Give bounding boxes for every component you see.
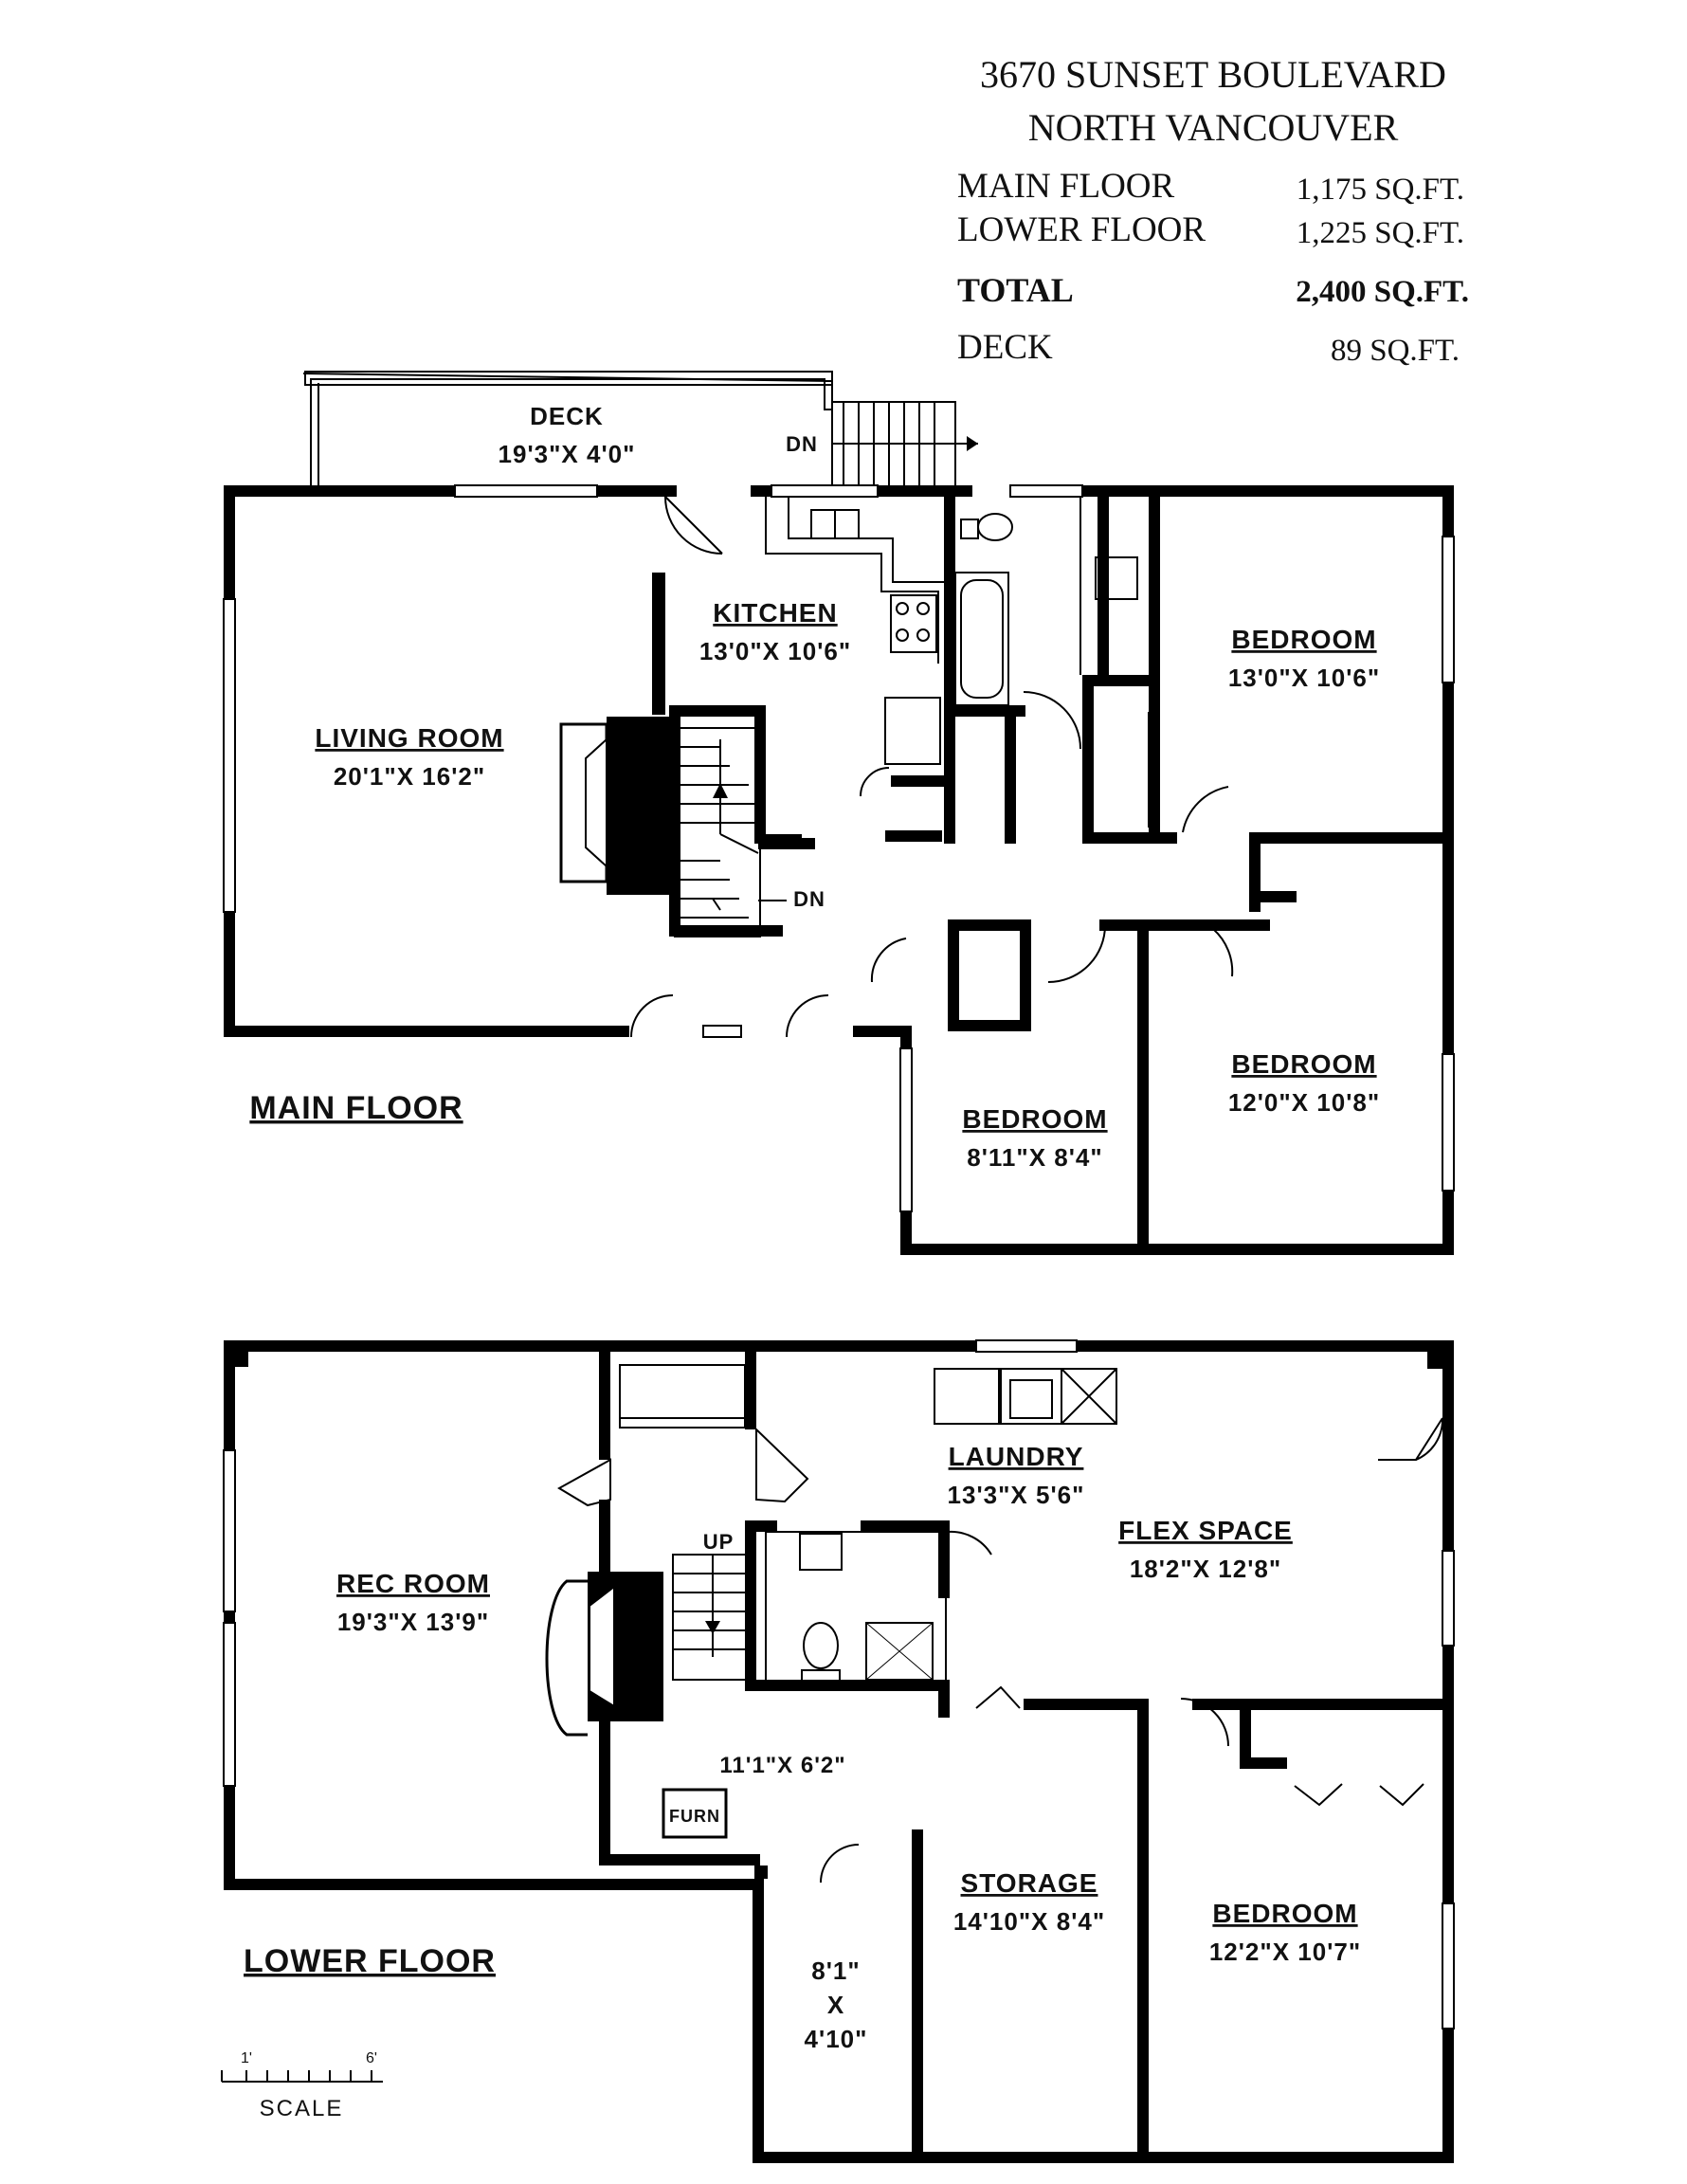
bathroom-sink [1095, 556, 1138, 600]
area-value-total: 2,400 SQ.FT. [1296, 275, 1469, 309]
area-value-deck: 89 SQ.FT. [1331, 334, 1460, 368]
main-floor-title: MAIN FLOOR [249, 1090, 463, 1126]
deck-stairs [831, 401, 978, 490]
lower-floor-title: LOWER FLOOR [244, 1943, 496, 1979]
deck-dims: 19'3"X 4'0" [499, 440, 636, 468]
window [1442, 1053, 1455, 1192]
kitchen-counter [765, 497, 939, 664]
room-dims-laundry: 13'3"X 5'6" [948, 1481, 1085, 1509]
window [1009, 484, 1083, 498]
deck-stairs-dn: DN [786, 432, 818, 456]
interior-stairs [674, 727, 787, 937]
header: 3670 SUNSET BOULEVARD NORTH VANCOUVER MA… [957, 53, 1469, 368]
window [454, 484, 598, 498]
room-dims-flex: 18'2"X 12'8" [1130, 1555, 1281, 1583]
area-label-main: MAIN FLOOR [957, 167, 1175, 206]
bathroom-sink [799, 1533, 843, 1571]
toilet [803, 1622, 839, 1669]
window [1442, 1550, 1455, 1647]
fridge [884, 697, 941, 765]
closet-dims-1: 8'1" [811, 1956, 860, 1985]
stairs-up: UP [703, 1530, 735, 1554]
area-label-total: TOTAL [957, 271, 1074, 309]
window [899, 1047, 913, 1212]
bathtub [954, 572, 1009, 706]
room-name-storage: STORAGE [961, 1868, 1098, 1898]
area-label-deck: DECK [957, 328, 1053, 367]
room-name-living: LIVING ROOM [315, 723, 503, 753]
address-line-2: NORTH VANCOUVER [1028, 106, 1399, 149]
main-floor-plan: LIVING ROOM 20'1"X 16'2" KITCHEN 13'0"X … [223, 371, 1455, 1255]
lower-bathroom [765, 1531, 947, 1684]
room-name-flex: FLEX SPACE [1118, 1516, 1293, 1545]
lower-stairs [672, 1554, 750, 1681]
scale-min-mark: 1' [241, 2050, 252, 2066]
window [1442, 1902, 1455, 2029]
room-name-bedroom-1: BEDROOM [1231, 625, 1376, 654]
room-name-bedroom: BEDROOM [1212, 1899, 1357, 1928]
scale-max-mark: 6' [366, 2050, 377, 2066]
scale-bar: 1' 6' SCALE [221, 2050, 383, 2121]
hearth [545, 1579, 588, 1737]
laundry-sink [1061, 1368, 1117, 1425]
room-dims-bedroom-1: 13'0"X 10'6" [1228, 664, 1380, 692]
room-name-bedroom-3: BEDROOM [962, 1104, 1107, 1134]
room-dims-living: 20'1"X 16'2" [334, 762, 485, 791]
room-dims-storage: 14'10"X 8'4" [953, 1907, 1105, 1936]
toilet [977, 513, 1013, 541]
area-value-lower: 1,225 SQ.FT. [1297, 216, 1464, 250]
room-name-kitchen: KITCHEN [713, 598, 837, 628]
room-dims-rec: 19'3"X 13'9" [337, 1608, 489, 1636]
window [702, 1025, 742, 1038]
window [223, 1449, 236, 1612]
stairs-dn: DN [793, 887, 825, 911]
room-dims-bedroom: 12'2"X 10'7" [1209, 1938, 1361, 1966]
room-name-rec: REC ROOM [336, 1569, 490, 1598]
closet-dims-3: 4'10" [805, 2025, 868, 2053]
window [223, 1622, 236, 1787]
room-dims-utility: 11'1"X 6'2" [719, 1753, 845, 1778]
deck-name: DECK [530, 402, 604, 430]
washer [934, 1368, 1000, 1425]
window [771, 484, 879, 498]
deck-rail [304, 371, 833, 386]
window [1442, 536, 1455, 683]
window [223, 598, 236, 913]
address-line-1: 3670 SUNSET BOULEVARD [980, 53, 1446, 96]
room-name-laundry: LAUNDRY [949, 1442, 1084, 1471]
room-dims-kitchen: 13'0"X 10'6" [699, 637, 851, 665]
lower-floor-plan: FURN REC ROOM 19'3"X 13'9" LAUNDRY 13'3"… [223, 1339, 1455, 2163]
scale-label: SCALE [260, 2096, 344, 2121]
closet-dims-2: X [827, 1991, 844, 2019]
fireplace [607, 717, 671, 895]
deck-outline [302, 373, 833, 489]
area-value-main: 1,175 SQ.FT. [1297, 173, 1464, 207]
shower [865, 1622, 934, 1681]
furnace [662, 1788, 728, 1839]
room-dims-bedroom-3: 8'11"X 8'4" [967, 1143, 1102, 1172]
window [975, 1339, 1078, 1353]
room-name-bedroom-2: BEDROOM [1231, 1049, 1376, 1079]
room-dims-bedroom-2: 12'0"X 10'8" [1228, 1088, 1380, 1117]
area-label-lower: LOWER FLOOR [957, 210, 1206, 249]
furnace-label: FURN [669, 1807, 720, 1826]
